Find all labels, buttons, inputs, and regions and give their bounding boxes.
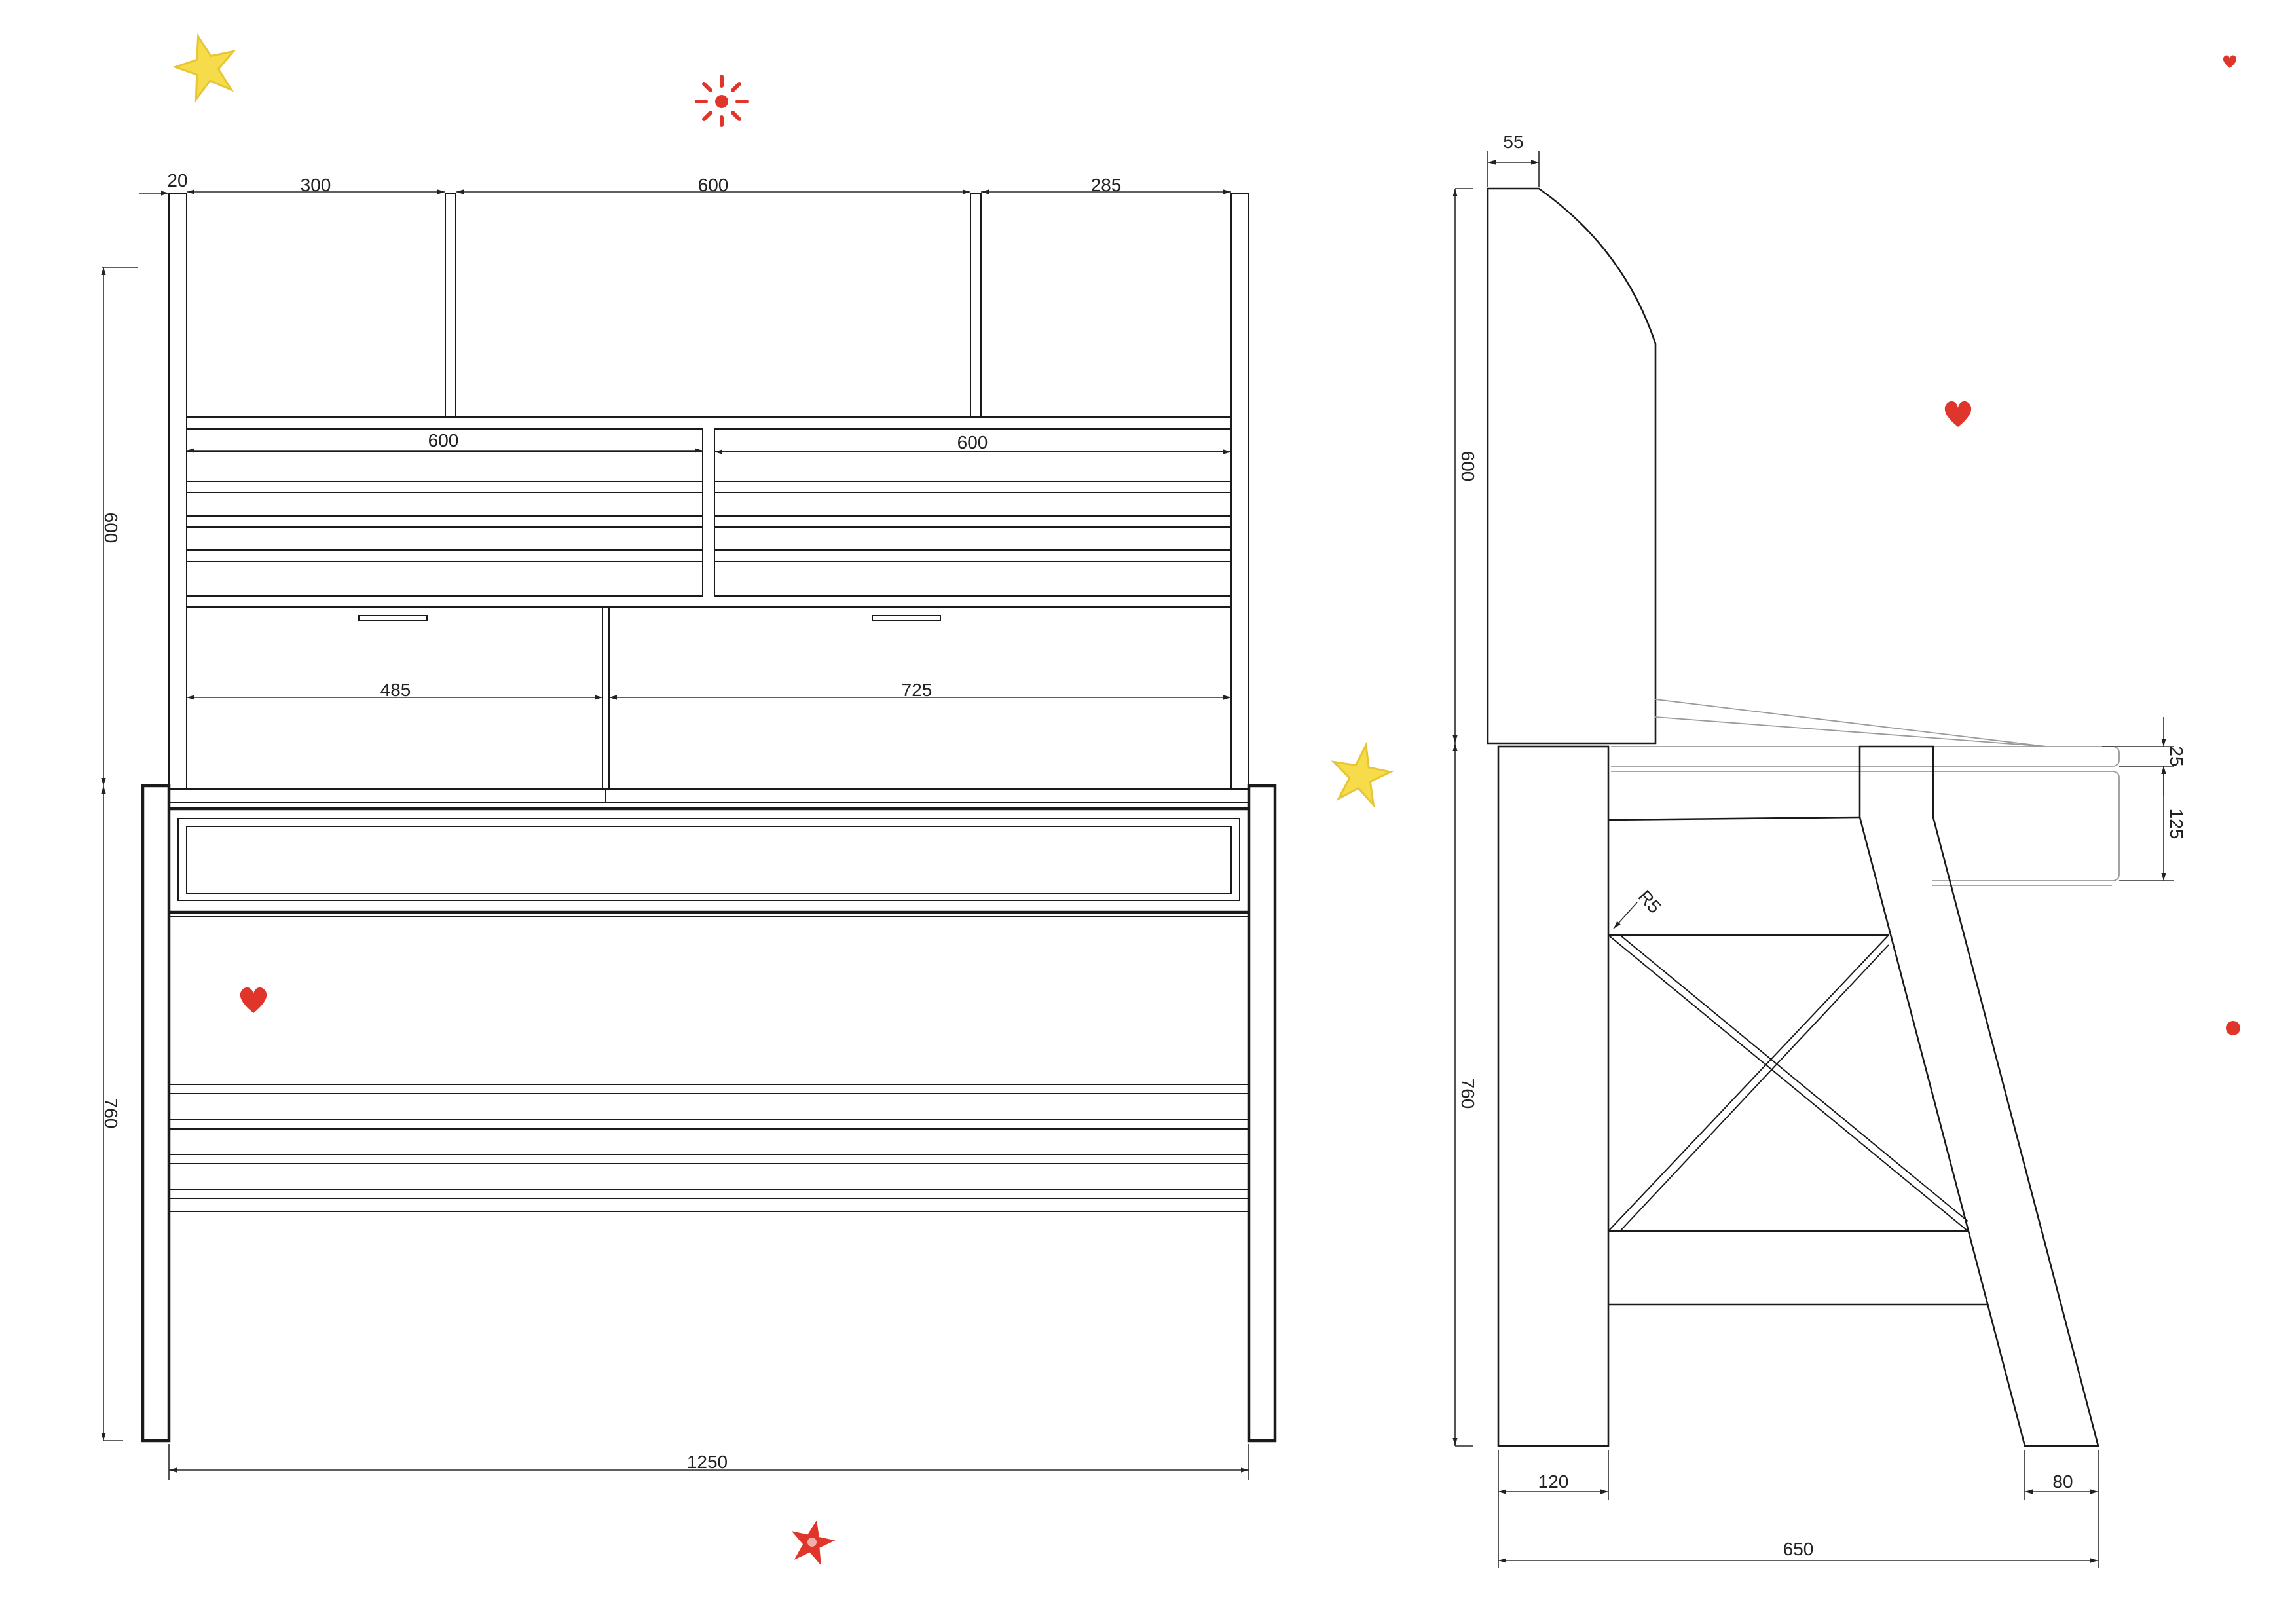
hutch-drawers — [169, 606, 1249, 803]
red-heart-icon — [2223, 55, 2237, 68]
left-leg — [141, 784, 171, 1443]
desk-body — [141, 784, 1277, 1443]
front-leg — [1497, 745, 1610, 1447]
dim-rear-leg: 80 — [2052, 1471, 2073, 1492]
right-drawer-handle — [872, 615, 941, 621]
desk-drawer-front — [177, 818, 1240, 901]
dim-top-depth: 55 — [1503, 132, 1523, 152]
dim-top-gap: 20 — [167, 170, 187, 191]
dim-left-shelf: 600 — [428, 430, 459, 451]
red-heart-icon — [1944, 401, 1972, 427]
front-dimensions: 20 300 600 285 600 760 600 600 485 725 — [101, 170, 1249, 1480]
dim-left-drawer: 485 — [380, 680, 411, 700]
desk-top-side — [1611, 699, 2120, 886]
dim-drawer-height: 125 — [2166, 809, 2187, 840]
rear-leg — [1858, 745, 2099, 1447]
dim-top-thickness: 25 — [2166, 746, 2187, 766]
red-dot-icon — [2226, 1021, 2240, 1035]
side-stretchers — [1608, 816, 1988, 1306]
hutch-profile — [1487, 187, 1657, 745]
side-view: 55 600 760 25 125 R5 120 — [1452, 132, 2187, 1568]
front-view: 20 300 600 285 600 760 600 600 485 725 — [101, 170, 1277, 1480]
dim-desk-height: 760 — [101, 1098, 121, 1129]
dim-corner-radius: R5 — [1635, 886, 1665, 917]
dim-front-leg: 120 — [1538, 1471, 1569, 1492]
right-leg — [1247, 784, 1277, 1443]
yellow-star-icon — [172, 33, 236, 103]
red-flower-icon — [791, 1520, 836, 1566]
dim-top-left: 300 — [301, 175, 331, 195]
dim-side-desk-height: 760 — [1458, 1079, 1478, 1109]
dim-right-shelf: 600 — [957, 432, 988, 452]
dim-side-hutch-height: 600 — [1458, 451, 1478, 482]
dim-right-drawer: 725 — [902, 680, 933, 700]
dim-hutch-height: 600 — [101, 513, 121, 544]
hutch-outline — [168, 193, 1249, 789]
red-sun-icon — [695, 75, 749, 127]
dim-top-middle: 600 — [698, 175, 729, 195]
dim-total-width: 1250 — [687, 1452, 728, 1472]
dim-total-depth: 650 — [1783, 1539, 1814, 1559]
side-dimensions: 55 600 760 25 125 R5 120 — [1452, 132, 2187, 1568]
doodles — [172, 33, 2240, 1566]
dim-top-right: 285 — [1091, 175, 1122, 195]
left-slat-panel — [186, 428, 703, 597]
yellow-star-icon — [1331, 741, 1394, 808]
left-drawer-handle — [358, 615, 428, 621]
red-heart-icon — [240, 987, 267, 1013]
right-slat-panel — [714, 428, 1232, 597]
